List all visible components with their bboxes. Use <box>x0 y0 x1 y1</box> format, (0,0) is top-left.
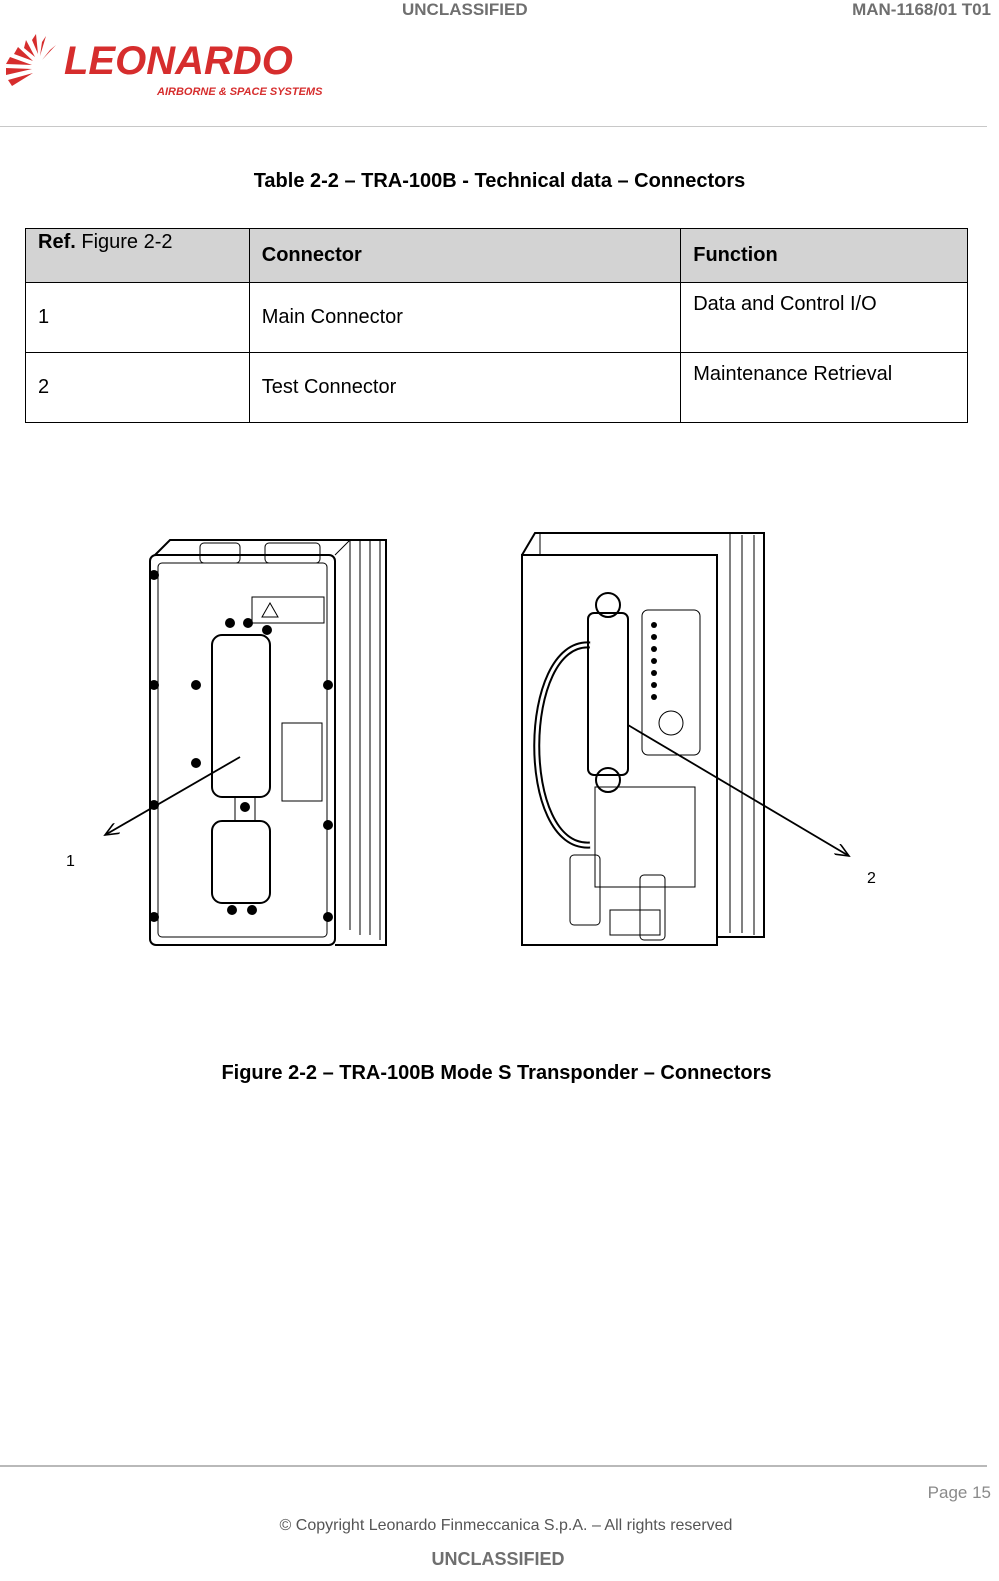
transponder-rear-view <box>521 532 765 946</box>
leonardo-emblem-icon <box>6 34 56 86</box>
transponder-figure: 1 2 <box>66 532 876 946</box>
table-row: 1 Main Connector Data and Control I/O <box>25 282 968 353</box>
cell-ref: 2 <box>25 352 250 423</box>
figure-caption: Figure 2-2 – TRA-100B Mode S Transponder… <box>221 1062 772 1084</box>
footer-divider <box>0 1465 987 1467</box>
callout-arrow-2 <box>627 724 849 856</box>
callout-label-2: 2 <box>867 870 876 887</box>
cell-ref: 1 <box>25 282 250 353</box>
cell-connector: Main Connector <box>248 282 682 353</box>
cell-function: Data and Control I/O <box>680 282 968 353</box>
cell-connector: Test Connector <box>248 352 682 423</box>
callout-label-1: 1 <box>66 853 75 870</box>
header-doc-number: MAN-1168/01 T01 <box>852 0 991 19</box>
logo-wordmark: LEONARDO <box>64 39 293 83</box>
header-divider <box>0 126 987 127</box>
leonardo-logo: LEONARDO AIRBORNE & SPACE SYSTEMS <box>6 34 323 98</box>
col-header-function: Function <box>680 228 968 283</box>
col-header-connector: Connector <box>248 228 682 283</box>
page-number: Page 15 <box>927 1483 991 1502</box>
copyright-notice: © Copyright Leonardo Finmeccanica S.p.A.… <box>279 1517 733 1534</box>
table-header-row: Ref. Figure 2-2 Connector Function <box>25 228 968 283</box>
logo-subtitle: AIRBORNE & SPACE SYSTEMS <box>156 86 323 98</box>
footer-classification: UNCLASSIFIED <box>431 1549 565 1569</box>
col-header-ref: Ref. Figure 2-2 <box>25 228 250 283</box>
callout-arrow-1 <box>105 756 241 835</box>
table-caption: Table 2-2 – TRA-100B - Technical data – … <box>253 170 746 192</box>
table-row: 2 Test Connector Maintenance Retrieval <box>25 352 968 423</box>
connectors-table: Ref. Figure 2-2 Connector Function 1 Mai… <box>25 228 968 423</box>
transponder-front-view <box>149 539 387 946</box>
cell-function: Maintenance Retrieval <box>680 352 968 423</box>
header-classification: UNCLASSIFIED <box>402 0 528 19</box>
